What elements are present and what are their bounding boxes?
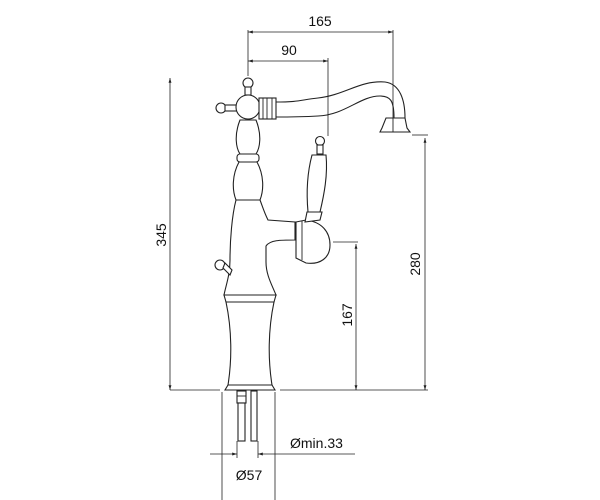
faucet-outline [214,77,412,442]
dim-handle-offset: 90 [281,42,297,58]
dimension-lines [168,30,428,500]
dim-spout-height: 280 [407,252,423,276]
dim-total-height: 345 [153,223,169,247]
dim-spout-reach: 165 [308,13,332,29]
dim-base-diameter: Ø57 [236,467,263,483]
dim-hole-diameter: Ømin.33 [290,435,343,451]
dim-lever-height: 167 [339,303,355,327]
